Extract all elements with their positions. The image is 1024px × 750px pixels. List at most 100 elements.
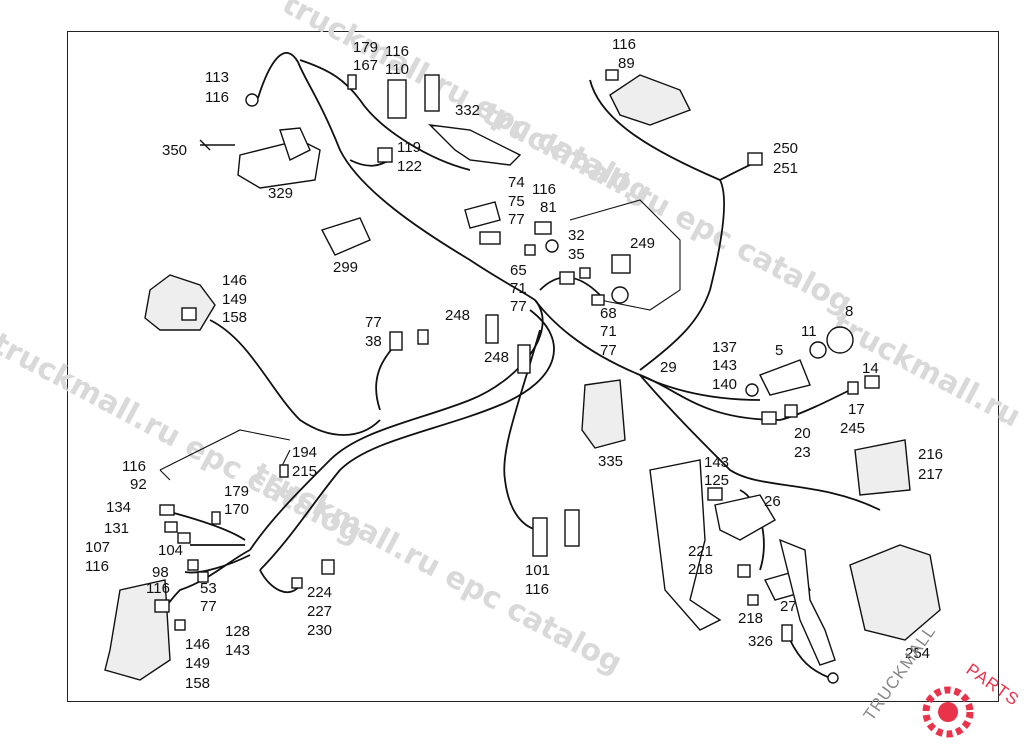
gear-icon	[922, 686, 974, 738]
part-label: 167	[353, 57, 378, 74]
part-label: 116	[385, 43, 409, 60]
part-label: 29	[660, 359, 677, 376]
connector-part	[187, 559, 199, 571]
part-label: 227	[307, 603, 332, 620]
part-label: 23	[794, 444, 811, 461]
part-label: 221	[688, 543, 713, 560]
switch-housing-part	[104, 579, 171, 681]
part-label: 77	[365, 314, 382, 331]
truckmall-logo: TRUCKMALL PARTS	[860, 622, 1023, 738]
part-label: 75	[508, 193, 525, 210]
relay-part	[611, 254, 631, 274]
parts-layer	[104, 69, 941, 684]
part-label: 8	[845, 303, 853, 320]
part-label: 248	[445, 307, 470, 324]
part-label: 299	[333, 259, 358, 276]
part-label: 68	[600, 305, 617, 322]
connector-part	[154, 599, 170, 613]
connector-part	[517, 344, 531, 374]
plug-part	[545, 239, 559, 253]
part-label: 71	[600, 323, 617, 340]
part-label: 119	[397, 139, 421, 156]
part-label: 26	[764, 493, 781, 510]
part-label: 53	[200, 580, 217, 597]
part-label: 116	[85, 558, 109, 575]
part-label: 71	[510, 280, 527, 297]
part-label: 332	[455, 102, 480, 119]
connector-part	[174, 619, 186, 631]
connector-part	[559, 271, 575, 285]
part-label: 143	[704, 454, 729, 471]
part-label: 329	[268, 185, 293, 202]
part-label: 113	[205, 69, 229, 86]
part-label: 143	[225, 642, 250, 659]
part-label: 149	[185, 655, 210, 672]
part-label: 17	[848, 401, 865, 418]
part-label: 326	[748, 633, 773, 650]
part-label: 131	[104, 520, 129, 537]
part-label: 81	[540, 199, 557, 216]
part-label: 143	[712, 357, 737, 374]
gear-icon-core	[938, 702, 958, 722]
part-label: 38	[365, 333, 382, 350]
connector-part	[387, 79, 407, 119]
connector-part	[279, 464, 289, 478]
part-label: 245	[840, 420, 865, 437]
connector-part	[424, 74, 440, 112]
part-label: 77	[510, 298, 527, 315]
part-label: 77	[200, 598, 217, 615]
part-label: 251	[773, 160, 798, 177]
connector-part	[479, 231, 501, 245]
part-label: 116	[525, 581, 549, 598]
part-label: 101	[525, 562, 550, 579]
part-label: 146	[222, 272, 247, 289]
part-label: 116	[205, 89, 229, 106]
part-label: 230	[307, 622, 332, 639]
part-label: 224	[307, 584, 332, 601]
connector-part	[747, 594, 759, 606]
plug-part	[591, 294, 605, 306]
part-label: 179	[224, 483, 249, 500]
connector-part	[211, 511, 221, 525]
part-label: 194	[292, 444, 317, 461]
part-label: 5	[775, 342, 783, 359]
part-label: 140	[712, 376, 737, 393]
connector-part	[534, 221, 552, 235]
part-label: 65	[510, 262, 527, 279]
part-label: 125	[704, 472, 729, 489]
connector-part	[737, 564, 751, 578]
screw-part	[199, 139, 235, 151]
part-label: 104	[158, 542, 183, 559]
plug-part	[524, 244, 536, 256]
part-label: 149	[222, 291, 247, 308]
part-label: 116	[146, 580, 170, 597]
connector-part	[164, 521, 178, 533]
part-label: 216	[918, 446, 943, 463]
watermark-text: truckmall.ru epc catalog	[476, 96, 857, 321]
part-label: 14	[862, 360, 879, 377]
part-label: 134	[106, 499, 131, 516]
part-label: 248	[484, 349, 509, 366]
part-label: 32	[568, 227, 585, 244]
part-label: 350	[162, 142, 187, 159]
fuse-carrier-part	[581, 379, 626, 449]
switch-part	[464, 201, 501, 229]
connector-part	[747, 152, 763, 166]
plug-part	[321, 559, 335, 575]
connector-part	[347, 74, 357, 90]
part-label: 335	[598, 453, 623, 470]
terminal-part	[827, 672, 839, 684]
lamp-part	[245, 93, 259, 107]
part-label: 35	[568, 246, 585, 263]
bracket-part	[279, 127, 311, 161]
part-label: 92	[130, 476, 147, 493]
connector-part	[784, 404, 798, 418]
part-label: 218	[738, 610, 763, 627]
diagram-frame	[67, 31, 999, 702]
part-label: 107	[85, 539, 110, 556]
watermark-text: truckmall.ru epc catalog	[246, 456, 627, 681]
connector-part	[389, 331, 403, 351]
part-label: 254	[905, 645, 930, 662]
sensor-part	[759, 359, 811, 396]
part-label: 27	[780, 598, 797, 615]
